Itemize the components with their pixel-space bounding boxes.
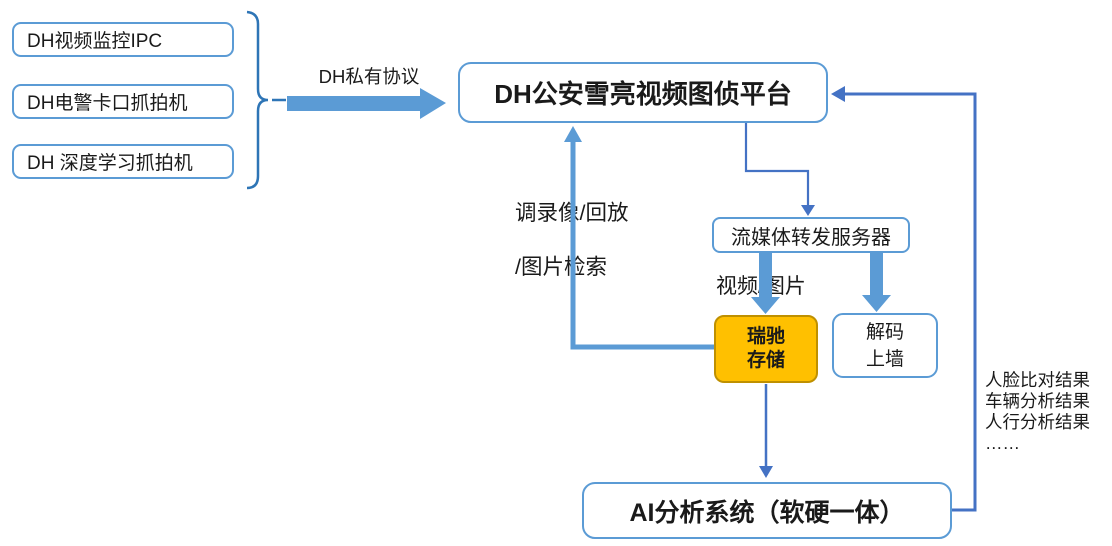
retrieval-label-line2: /图片检索 <box>515 255 607 279</box>
storage-box: 瑞驰存储 <box>714 315 818 383</box>
decoder-label-line2: 上墙 <box>865 348 904 370</box>
decoder-label-line1: 解码 <box>865 321 904 343</box>
arrowhead-ai <box>759 466 773 478</box>
source-group-bracket <box>246 10 269 190</box>
platform-box: DH公安雪亮视频图侦平台 <box>458 62 828 123</box>
result-item-pedestrian: 人行分析结果 <box>985 412 1090 432</box>
dh-protocol-arrow <box>287 88 446 119</box>
streaming-server-box: 流媒体转发服务器 <box>712 217 910 253</box>
connector-ai-to-platform-loop <box>842 92 977 512</box>
result-item-face: 人脸比对结果 <box>985 370 1090 390</box>
result-item-vehicle: 车辆分析结果 <box>985 391 1090 411</box>
video-image-label: 视频/图片 <box>716 275 806 298</box>
retrieval-label: 调录像/回放 /图片检索 <box>515 200 628 281</box>
dh-protocol-label: DH私有协议 <box>318 66 420 87</box>
arrowhead-streaming <box>801 205 815 216</box>
storage-label-line1: 瑞驰 <box>746 326 785 347</box>
ai-system-label: AI分析系统（软硬一体） <box>629 498 905 527</box>
ai-system-box: AI分析系统（软硬一体） <box>582 482 952 539</box>
streaming-server-label: 流媒体转发服务器 <box>731 226 891 249</box>
source-box-deeplearning-camera-label: DH 深度学习抓拍机 <box>27 153 193 174</box>
source-box-checkpoint-camera: DH电警卡口抓拍机 <box>12 84 234 119</box>
storage-label-line2: 存储 <box>746 350 785 371</box>
source-box-deeplearning-camera: DH 深度学习抓拍机 <box>12 144 234 179</box>
decoder-box: 解码上墙 <box>832 313 938 378</box>
platform-box-label: DH公安雪亮视频图侦平台 <box>494 79 792 109</box>
analysis-results-list: 人脸比对结果 车辆分析结果 人行分析结果 …… <box>985 370 1090 454</box>
arrowhead-platform-left <box>831 86 845 102</box>
arrow-streaming-to-decoder <box>862 253 891 312</box>
source-box-checkpoint-camera-label: DH电警卡口抓拍机 <box>27 93 188 114</box>
arrowhead-platform-up <box>564 126 582 142</box>
connector-platform-to-streaming <box>744 123 810 208</box>
result-item-ellipsis: …… <box>985 433 1020 453</box>
retrieval-label-line1: 调录像/回放 <box>515 201 629 225</box>
source-box-ipc: DH视频监控IPC <box>12 22 234 57</box>
source-box-ipc-label: DH视频监控IPC <box>27 31 163 52</box>
